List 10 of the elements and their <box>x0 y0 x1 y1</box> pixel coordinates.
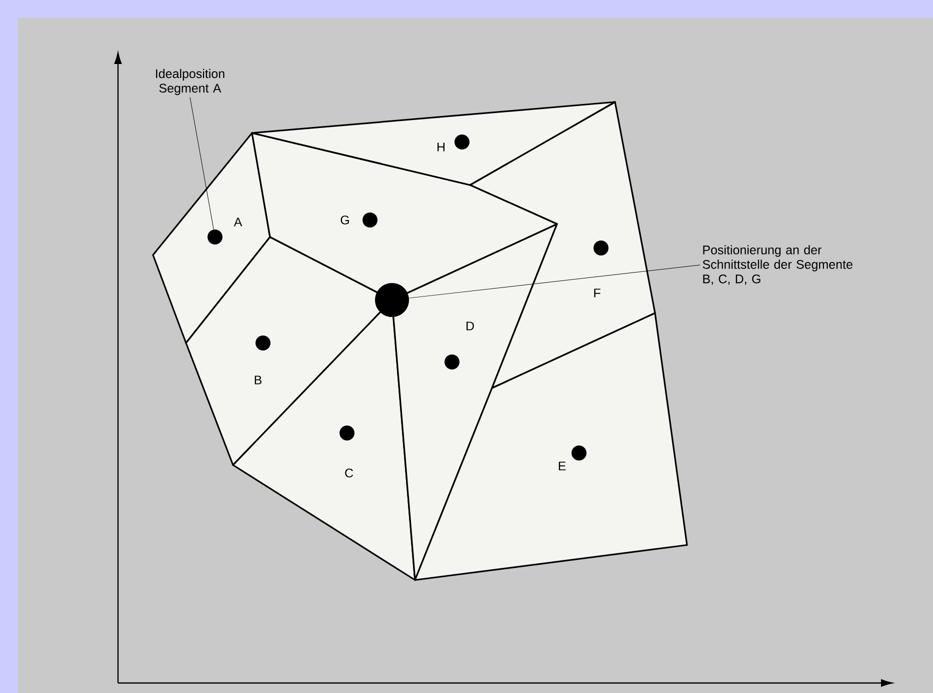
leader-line <box>190 97 214 230</box>
segment-area: A <box>152 132 271 344</box>
position-dot <box>208 230 222 244</box>
callout-text: Positionierung an der Schnittstelle der Segmente B, C, D, G <box>702 245 852 285</box>
segment-area: B <box>185 236 393 466</box>
callout-text: Idealposition Segment A <box>156 68 224 96</box>
position-dot <box>375 283 409 317</box>
leader-line <box>408 264 700 298</box>
segment-area: H <box>251 101 616 186</box>
segment-area: D <box>391 223 558 581</box>
